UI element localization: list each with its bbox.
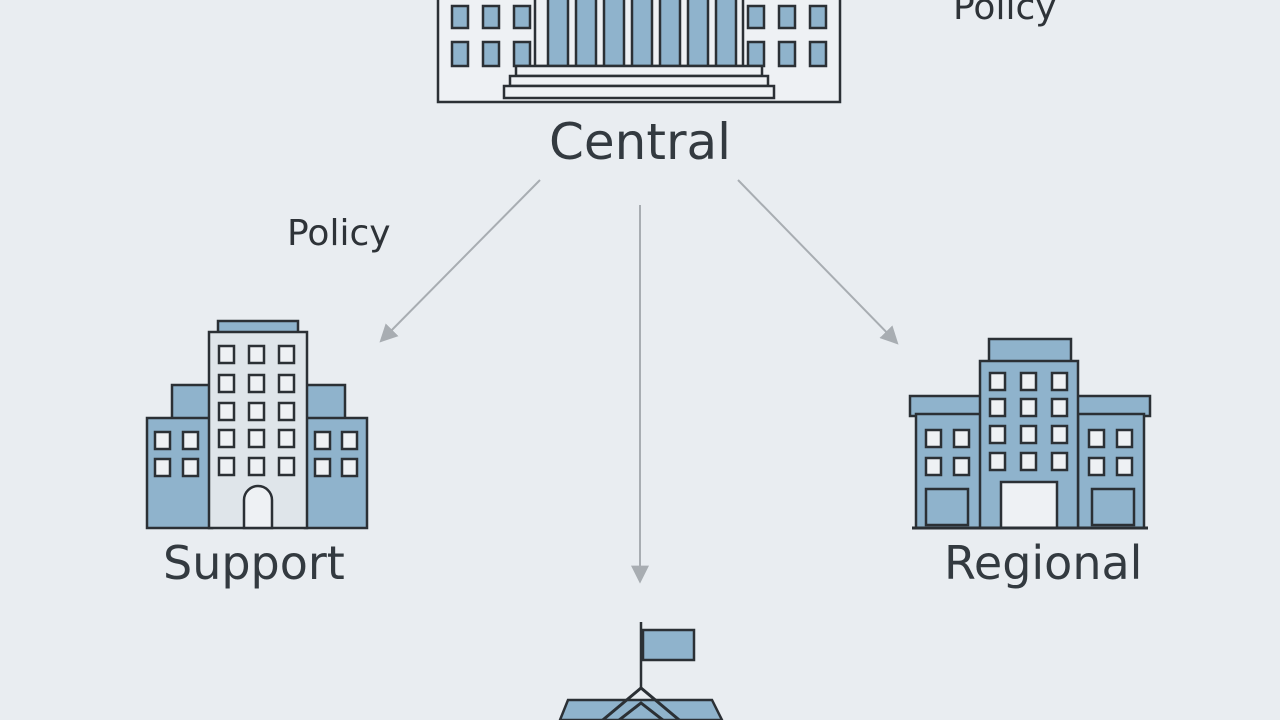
government-building-icon [436, 0, 842, 104]
arrow-central-to-support [379, 179, 541, 343]
node-label-regional: Regional [944, 536, 1143, 590]
flag-building-icon [558, 622, 724, 720]
node-label-support: Support [163, 536, 345, 590]
office-building-icon [908, 337, 1152, 530]
edges [379, 179, 899, 584]
office-building-icon [145, 319, 369, 530]
edge-label-policy: Policy [953, 0, 1057, 28]
arrow-central-to-regional [737, 179, 899, 345]
edge-label-policy: Policy [287, 213, 391, 254]
node-label-central: Central [549, 113, 732, 171]
